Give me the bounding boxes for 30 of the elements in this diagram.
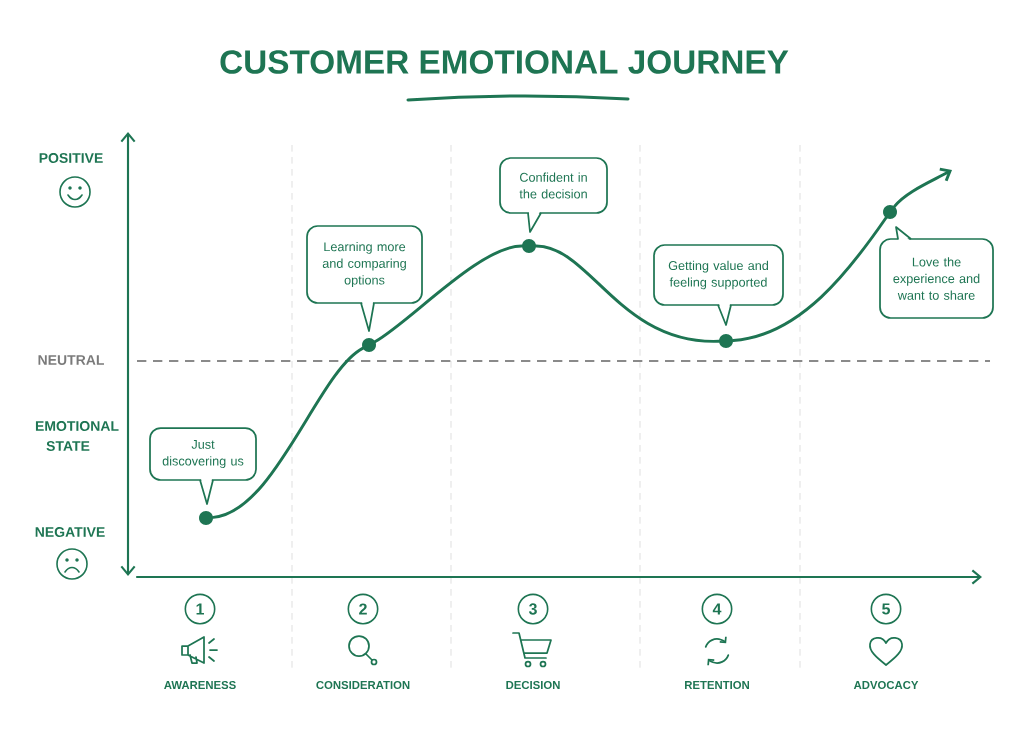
curve-point: [883, 205, 897, 219]
curve-point: [522, 239, 536, 253]
axis-label: NEGATIVE: [35, 527, 105, 537]
axis-label: NEUTRAL: [38, 355, 104, 365]
step-number: 2: [347, 593, 379, 625]
step-number: 4: [701, 593, 733, 625]
step-number: 5: [870, 593, 902, 625]
stage-label: ADVOCACY: [853, 681, 919, 689]
speech-bubble: Love the experience and want to share: [879, 226, 994, 319]
speech-bubble: Learning more and comparing options: [306, 225, 423, 332]
journey-curve: [373, 244, 524, 343]
step-number: 1: [184, 593, 216, 625]
journey-curve: [211, 346, 365, 519]
title: CUSTOMER EMOTIONAL JOURNEY: [220, 50, 789, 74]
curve-point: [362, 338, 376, 352]
journey-curve: [893, 167, 952, 208]
speech-bubble: Confident in the decision: [499, 157, 608, 233]
stage-label: RETENTION: [685, 681, 749, 689]
curve-point: [199, 511, 213, 525]
journey-curve: [731, 216, 888, 342]
journey-curve: [534, 244, 721, 343]
stage-label: DECISION: [506, 681, 560, 689]
axis-label: POSITIVE: [39, 153, 103, 163]
axis-label: EMOTIONAL STATE: [35, 421, 119, 451]
stage-label: CONSIDERATION: [316, 681, 410, 689]
curve-point: [719, 334, 733, 348]
stage-label: AWARENESS: [164, 681, 236, 689]
step-number: 3: [517, 593, 549, 625]
speech-bubble: Just discovering us: [149, 427, 257, 505]
speech-bubble: Getting value and feeling supported: [653, 244, 784, 326]
